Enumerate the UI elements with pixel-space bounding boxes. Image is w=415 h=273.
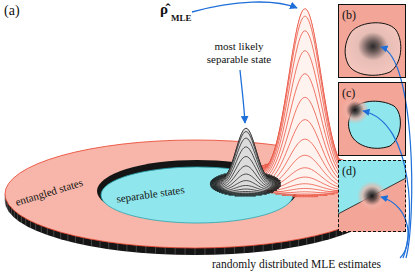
- inset-ground: [338, 4, 406, 78]
- wall-grid-line: [272, 243, 273, 250]
- wall-grid-line: [175, 248, 176, 255]
- wall-grid-line: [281, 242, 282, 249]
- inset-ground: [338, 160, 406, 232]
- wall-grid-line: [155, 247, 156, 254]
- wall-grid-line: [67, 234, 68, 241]
- wall-grid-line: [100, 241, 101, 248]
- wall-grid-line: [21, 216, 22, 223]
- inset-boundary: [338, 178, 406, 214]
- mesh-line: [225, 193, 267, 195]
- panel-label: (b): [339, 6, 359, 24]
- wall-grid-line: [145, 246, 146, 253]
- estimator-symbol: ρ̂: [160, 1, 168, 18]
- estimate-spot: [357, 181, 387, 211]
- wall-grid-line: [224, 247, 225, 254]
- leader-arrow: [381, 47, 412, 258]
- mesh-line: [235, 195, 256, 196]
- wall-grid-line: [117, 243, 118, 250]
- leader-arrow: [363, 111, 410, 258]
- wall-grid-line: [263, 244, 264, 251]
- mesh-line: [282, 194, 327, 195]
- mesh-line: [229, 194, 262, 195]
- panel-label: (c): [339, 84, 358, 102]
- mesh-line: [292, 196, 318, 198]
- inset-panel: (c): [338, 82, 406, 156]
- estimate-spot: [341, 96, 369, 124]
- inset-ground: [338, 82, 406, 156]
- wall-grid-line: [136, 245, 137, 252]
- wall-grid-line: [60, 232, 61, 239]
- panel-label: (d): [339, 162, 359, 180]
- mesh-line: [217, 186, 274, 192]
- inset-region: [345, 23, 401, 76]
- wall-grid-line: [30, 221, 31, 228]
- wall-grid-line: [336, 230, 337, 237]
- estimator-subscript: MLE: [171, 13, 192, 23]
- wall-grid-line: [322, 234, 323, 241]
- leader-arrow: [381, 197, 408, 258]
- wall-grid-line: [25, 219, 26, 226]
- wall-grid-line: [244, 246, 245, 253]
- wall-grid-line: [17, 213, 18, 220]
- wall-grid-line: [298, 239, 299, 246]
- wall-grid-line: [11, 208, 12, 215]
- callout-label: randomly distributed MLE estimates: [212, 258, 381, 271]
- wall-grid-line: [214, 248, 215, 255]
- wall-grid-line: [165, 247, 166, 254]
- wall-grid-line: [47, 228, 48, 235]
- inset-panel: (b): [338, 4, 406, 78]
- wall-grid-line: [91, 239, 92, 246]
- wall-grid-line: [204, 248, 205, 255]
- separable-peak: [210, 128, 281, 196]
- panel-label: (a): [4, 3, 20, 19]
- mesh-line: [222, 192, 270, 194]
- wall-grid-line: [108, 242, 109, 249]
- leader-arrow: [192, 2, 297, 12]
- wall-grid-line: [329, 232, 330, 239]
- wall-grid-line: [75, 236, 76, 243]
- wall-grid-line: [234, 247, 235, 254]
- wall-grid-line: [126, 244, 127, 251]
- wall-grid-line: [41, 226, 42, 233]
- callout-label: most likely separable state: [196, 40, 282, 66]
- wall-grid-line: [185, 248, 186, 255]
- wall-grid-line: [53, 230, 54, 237]
- wall-grid-line: [14, 211, 15, 218]
- inset-panel: (d): [338, 160, 406, 232]
- wall-grid-line: [290, 241, 291, 248]
- wall-grid-line: [83, 238, 84, 245]
- wall-grid-line: [195, 248, 196, 255]
- wall-grid-line: [306, 238, 307, 245]
- wall-grid-line: [253, 245, 254, 252]
- leader-arrow: [240, 70, 245, 123]
- wall-grid-line: [35, 223, 36, 230]
- mesh-line: [219, 189, 273, 192]
- wall-grid-line: [314, 236, 315, 243]
